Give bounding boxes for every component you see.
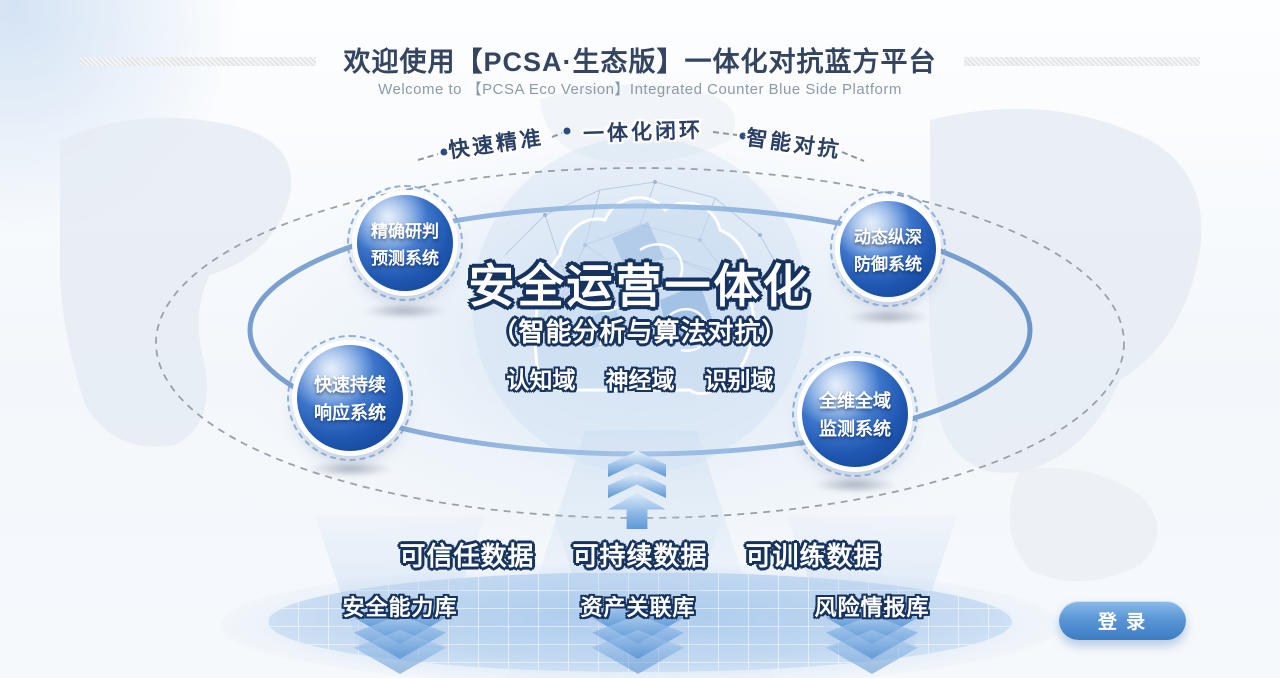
tag-connector-lines [417, 131, 865, 162]
login-button[interactable]: 登 录 [1059, 601, 1186, 640]
sphere-label-line: 响应系统 [314, 403, 386, 423]
diamond-stack-icon [826, 600, 918, 678]
diamond-stack-icon [354, 600, 446, 678]
sphere-label-line: 监测系统 [819, 419, 891, 439]
system-sphere-full-domain-monitoring: 全维全域 监测系统 [792, 351, 918, 477]
sphere-label-line: 精确研判 [371, 222, 439, 241]
sphere-shadow [845, 309, 931, 325]
sphere-label-line: 全维全域 [819, 391, 891, 411]
system-sphere-precise-prediction: 精确研判 预测系统 [347, 185, 463, 301]
tag-connector-dots [440, 127, 747, 156]
page-subtitle: Welcome to 【PCSA Eco Version】Integrated … [378, 81, 902, 98]
title-decor-band-right [964, 57, 1200, 66]
system-sphere-rapid-response: 快速持续 响应系统 [287, 335, 413, 461]
sphere-label-line: 动态纵深 [854, 228, 922, 247]
domain-neural: 神经域 [605, 367, 675, 393]
domain-labels-row: 认知域 神经域 识别域 [0, 361, 1280, 395]
sphere-shadow [812, 477, 898, 493]
data-label-trusted: 可信任数据 [399, 541, 535, 571]
data-label-trainable: 可训练数据 [745, 541, 881, 571]
library-security-capability: 安全能力库 [342, 595, 458, 620]
up-arrow-icon [608, 493, 666, 529]
sphere-label-line: 预测系统 [371, 249, 439, 268]
sphere-shadow [362, 303, 448, 319]
domain-cognitive: 认知域 [506, 367, 576, 393]
library-risk-intelligence: 风险情报库 [814, 595, 930, 620]
center-headline: 安全运营一体化 [468, 260, 812, 312]
up-arrow-stack-icon [608, 451, 666, 529]
feature-tag-integrated-loop: 一体化闭环 [582, 118, 704, 147]
data-label-sustainable: 可持续数据 [572, 541, 708, 571]
center-subheadline: （智能分析与算法对抗） [491, 317, 789, 347]
data-labels-row: 可信任数据 可持续数据 可训练数据 [0, 536, 1280, 573]
sphere-label-line: 快速持续 [314, 375, 386, 395]
brain-graphic [533, 196, 756, 395]
sphere-label-line: 防御系统 [854, 255, 922, 274]
library-asset-relation: 资产关联库 [580, 595, 696, 620]
page-title: 欢迎使用【PCSA·生态版】一体化对抗蓝方平台 [343, 47, 937, 77]
sphere-shadow [307, 461, 393, 477]
system-sphere-dynamic-defense: 动态纵深 防御系统 [830, 191, 946, 307]
domain-recognition: 识别域 [704, 367, 774, 393]
title-decor-band-left [80, 57, 316, 66]
diamond-stack-icon [592, 600, 684, 678]
